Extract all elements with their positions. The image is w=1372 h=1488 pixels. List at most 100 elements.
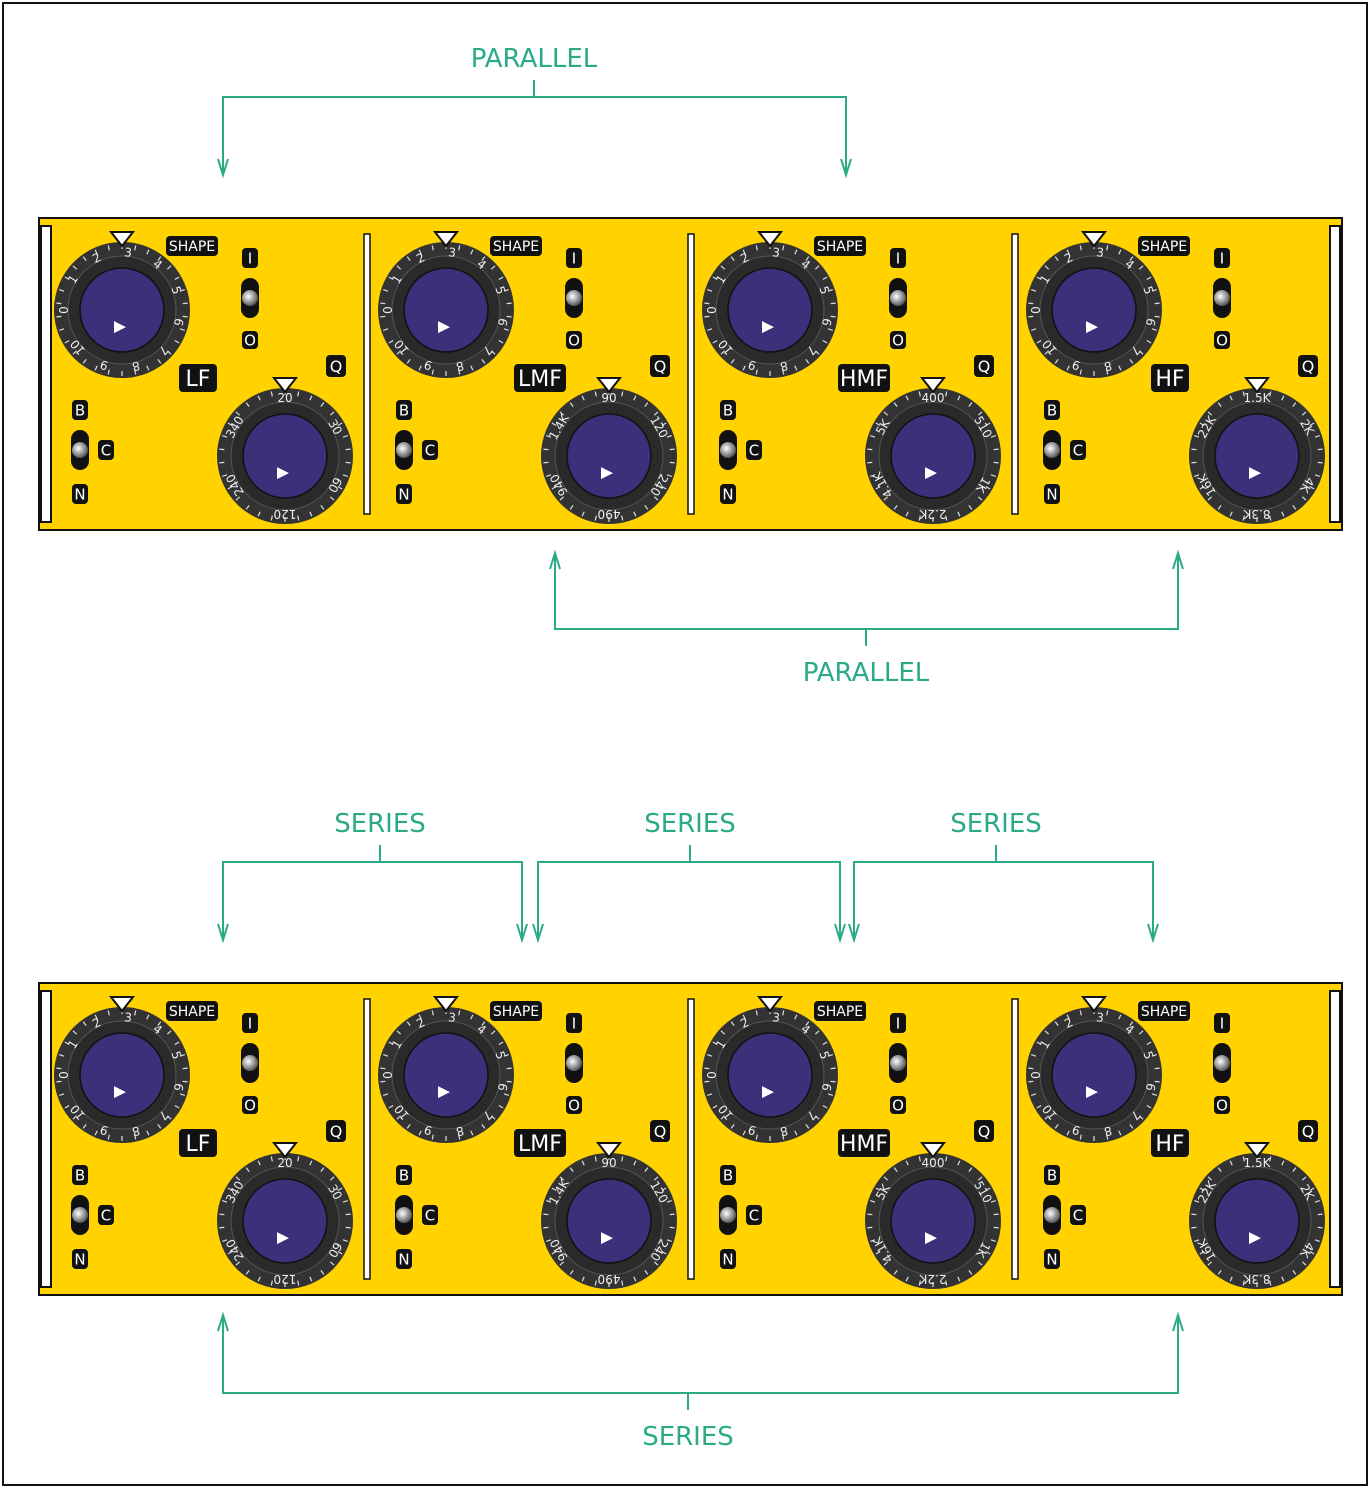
in-out-switch[interactable] — [565, 278, 583, 318]
freq-knob-cap[interactable] — [1214, 1178, 1300, 1264]
shape-knob-tick — [64, 1104, 70, 1109]
shape-knob-scale-label: 6 — [819, 317, 834, 327]
shape-knob-tick — [1054, 1123, 1059, 1129]
bcn-switch[interactable] — [71, 1195, 89, 1235]
in-out-switch[interactable] — [889, 278, 907, 318]
shape-knob-cap[interactable] — [1051, 267, 1137, 353]
freq-knob-scale-label: 90 — [601, 1156, 616, 1170]
shape-knob-scale-label: 9 — [422, 357, 434, 373]
bcn-switch[interactable] — [395, 430, 413, 470]
freq-knob-tick — [245, 1167, 250, 1173]
freq-knob-cap[interactable] — [242, 413, 328, 499]
shape-knob-tick — [406, 1123, 411, 1129]
shape-knob-cap[interactable] — [1051, 1032, 1137, 1118]
freq-knob-scale-label: 90 — [601, 391, 616, 405]
bcn-n-label-text: N — [74, 1250, 85, 1268]
freq-knob-cap[interactable] — [890, 413, 976, 499]
freq-knob-cap[interactable] — [566, 1178, 652, 1264]
freq-knob-index-marker — [271, 377, 299, 394]
freq-knob-tick — [559, 411, 565, 416]
freq-knob-tick — [320, 1167, 325, 1173]
freq-knob-tick — [918, 515, 921, 521]
freq-knob-tick — [219, 1213, 225, 1216]
shape-knob-scale-label: 3 — [124, 245, 133, 260]
freq-knob-tick — [893, 1167, 898, 1173]
freq-knob-tick — [993, 461, 999, 464]
freq-knob-cap[interactable] — [242, 1178, 328, 1264]
bcn-switch[interactable] — [719, 430, 737, 470]
freq-knob-tick — [1217, 1167, 1222, 1173]
switch-in-label-bg — [1214, 1013, 1230, 1033]
in-out-switch[interactable] — [889, 1043, 907, 1083]
freq-knob-tick — [222, 435, 228, 438]
shape-knob-tick — [418, 1130, 422, 1136]
freq-knob-tick — [661, 422, 667, 427]
shape-label-bg — [490, 236, 542, 256]
in-out-switch[interactable] — [565, 1043, 583, 1083]
shape-knob-cap[interactable] — [403, 1032, 489, 1118]
bcn-n-label: N — [720, 1249, 736, 1269]
shape-label-bg — [166, 1001, 218, 1021]
bcn-switch[interactable] — [1043, 1195, 1061, 1235]
bcn-switch[interactable] — [395, 1195, 413, 1235]
freq-knob-tick — [875, 1187, 881, 1192]
bcn-switch[interactable] — [719, 1195, 737, 1235]
freq-knob-tick — [957, 395, 961, 401]
shape-knob-cap[interactable] — [727, 267, 813, 353]
freq-knob-tick — [1199, 485, 1205, 490]
in-out-switch[interactable] — [1213, 1043, 1231, 1083]
bcn-c-label: C — [1070, 1205, 1086, 1225]
in-out-switch[interactable] — [241, 1043, 259, 1083]
in-out-switch[interactable] — [1213, 278, 1231, 318]
freq-knob-tick — [1242, 515, 1245, 521]
freq-knob-tick — [1199, 1187, 1205, 1192]
freq-knob-index-marker — [271, 1142, 299, 1159]
freq-knob-cap[interactable] — [1214, 413, 1300, 499]
shape-knob-scale-label: 9 — [1070, 1122, 1082, 1138]
bcn-switch[interactable] — [1043, 430, 1061, 470]
shape-knob-tick — [490, 1030, 496, 1035]
band-name-label-text: LMF — [518, 367, 562, 392]
band-name-label-bg — [1151, 364, 1189, 392]
shape-knob-cap[interactable] — [403, 267, 489, 353]
freq-knob-tick — [559, 1261, 565, 1266]
shape-knob-cap[interactable] — [727, 1032, 813, 1118]
in-out-switch[interactable] — [241, 278, 259, 318]
q-label: Q — [1298, 1120, 1318, 1142]
freq-knob-tick — [653, 496, 659, 501]
routing-series-3-arrow-right — [1147, 923, 1159, 944]
shape-knob-tick — [1031, 289, 1037, 292]
freq-knob-cap[interactable] — [566, 413, 652, 499]
q-label-text: Q — [654, 357, 667, 376]
freq-knob-cap[interactable] — [890, 1178, 976, 1264]
shape-knob-cap[interactable] — [79, 1032, 165, 1118]
freq-knob-tick — [1314, 1200, 1320, 1203]
shape-knob-tick — [388, 339, 394, 344]
freq-knob-tick — [968, 402, 973, 408]
freq-knob-scale-label: 20 — [277, 1156, 292, 1170]
shape-knob-cap[interactable] — [79, 267, 165, 353]
shape-knob-tick — [720, 350, 726, 355]
bcn-b-label-bg — [72, 1165, 88, 1185]
shape-knob-tick — [506, 1080, 512, 1083]
bcn-n-label-text: N — [722, 485, 733, 503]
bcn-switch[interactable] — [71, 430, 89, 470]
shape-knob-tick — [1129, 1021, 1134, 1027]
